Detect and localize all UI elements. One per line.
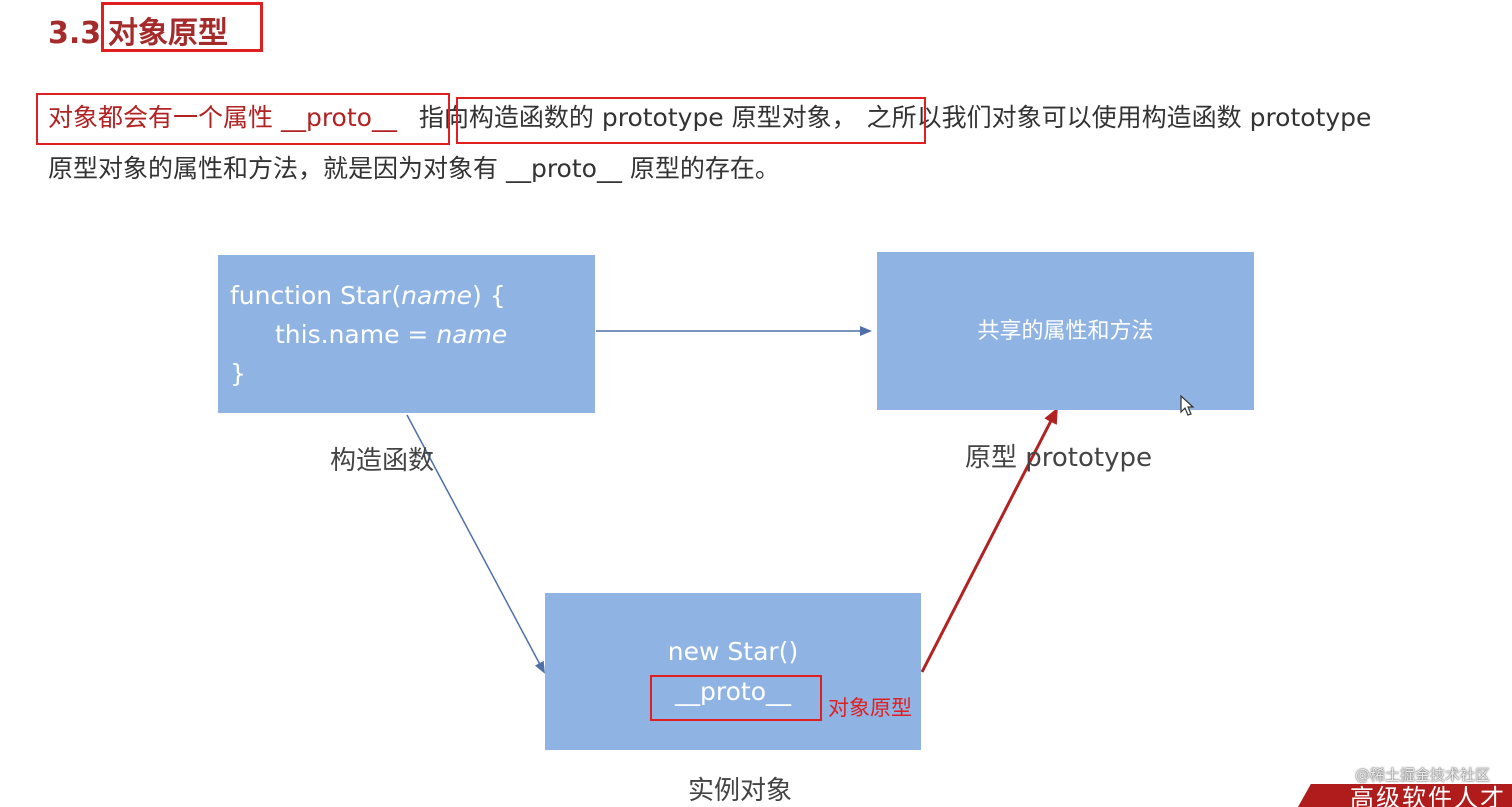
paragraph-rest: 之所以我们对象可以使用构造函数 prototype: [866, 103, 1372, 132]
code-param: name: [436, 320, 508, 349]
constructor-code-line-3: }: [230, 359, 246, 388]
prototype-caption: 原型 prototype: [965, 443, 1152, 473]
arrow-constructor-to-instance: [406, 414, 545, 674]
brand-banner: 高级软件人才: [1298, 784, 1512, 807]
prototype-box: 共享的属性和方法: [877, 252, 1254, 410]
paragraph-highlight-2: 指向构造函数的 prototype 原型对象，: [418, 103, 857, 132]
paragraph-line-1: 对象都会有一个属性 __proto__ 指向构造函数的 prototype 原型…: [48, 101, 1371, 135]
proto-label: 对象原型: [828, 696, 912, 720]
arrow-instance-to-prototype: [920, 407, 1058, 673]
instance-line-2: __proto__: [675, 677, 791, 706]
title-highlight-box: [101, 2, 263, 52]
highlight-box-proto-property: [36, 93, 450, 145]
paragraph-highlight-1: 对象都会有一个属性 __proto__: [48, 103, 397, 132]
proto-highlight-box: [650, 675, 822, 721]
constructor-caption: 构造函数: [330, 446, 435, 476]
constructor-code-line-2: this.name = name: [230, 315, 595, 354]
highlight-box-prototype-pointer: [456, 97, 926, 144]
code-text: ) {: [472, 281, 506, 310]
constructor-code-line-1: function Star(name) {: [230, 276, 595, 315]
code-text: this.name =: [275, 320, 437, 349]
instance-caption: 实例对象: [688, 776, 793, 806]
constructor-box: function Star(name) { this.name = name }: [218, 255, 595, 413]
section-number: 3.3: [48, 16, 102, 51]
section-title-text: 对象原型: [108, 16, 228, 51]
watermark: @稀土掘金技术社区: [1354, 766, 1490, 784]
prototype-box-text: 共享的属性和方法: [977, 319, 1154, 344]
code-text: function Star(: [230, 281, 402, 310]
banner-text: 高级软件人才: [1350, 784, 1506, 807]
mouse-cursor-icon: [1180, 395, 1194, 416]
paragraph-line-2: 原型对象的属性和方法，就是因为对象有 __proto__ 原型的存在。: [48, 154, 780, 183]
instance-line-1: new Star(): [667, 637, 799, 666]
code-param: name: [401, 281, 472, 310]
instance-box: new Star() __proto__: [545, 593, 921, 750]
section-title: 3.3: [48, 14, 101, 54]
